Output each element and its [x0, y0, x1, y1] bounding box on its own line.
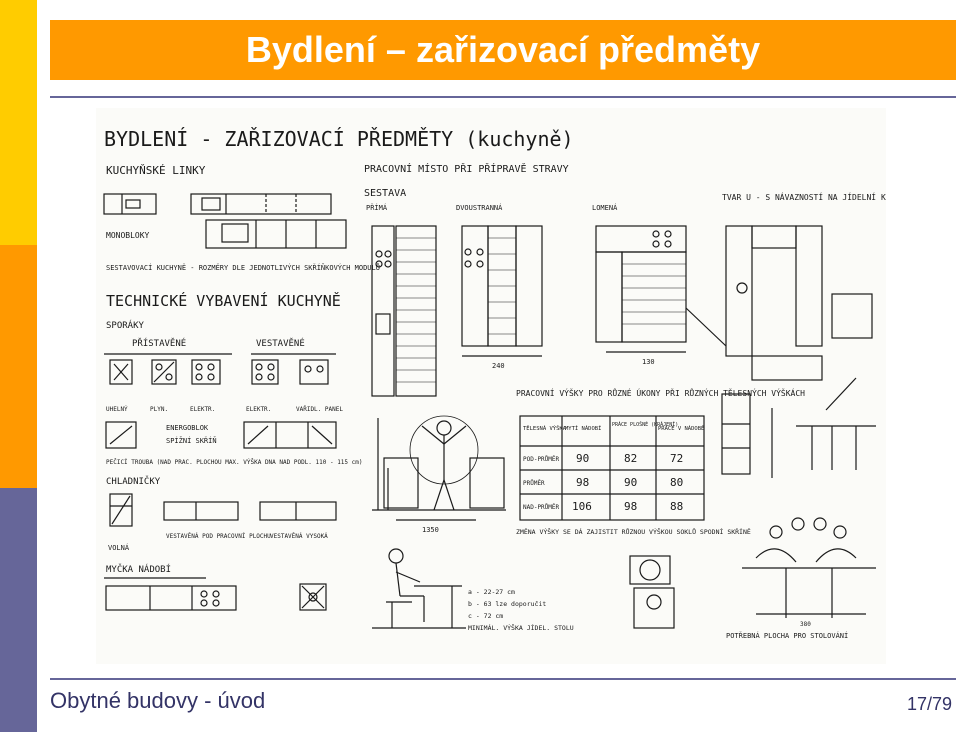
module-sketch	[205, 219, 347, 249]
double-layout-plan	[461, 225, 543, 357]
sestavovaci-label: SESTAVOVACÍ KUCHYNĚ - ROZMĚRY DLE JEDNOT…	[106, 263, 380, 272]
kitchen-drawing: BYDLENÍ - ZAŘIZOVACÍ PŘEDMĚTY (kuchyně) …	[103, 127, 900, 640]
dim-380: 380	[800, 621, 811, 628]
table-row-2-val-2: 90	[624, 476, 637, 489]
minimal-label: MINIMÁL. VÝŠKA JÍDEL. STOLU	[468, 623, 574, 632]
stove-label-3: ELEKTR.	[190, 406, 215, 413]
page-number: 17/79	[906, 694, 952, 714]
abc-value-3: c - 72 cm	[468, 612, 503, 620]
monobloky-label: MONOBLOKY	[106, 231, 150, 240]
side-bar-yellow	[0, 0, 37, 245]
seated-figure	[372, 548, 466, 629]
zmena-label: ZMĚNA VÝŠKY SE DÁ ZAJISTIT RŮZNOU VÝŠKOU…	[516, 527, 751, 536]
potrebna-label: POTŘEBNÁ PLOCHA PRO STOLOVÁNÍ	[726, 631, 848, 640]
chladnicky-label: CHLADNIČKY	[106, 475, 161, 487]
technical-heading: TECHNICKÉ VYBAVENÍ KUCHYNĚ	[106, 291, 341, 310]
sestava-label: SESTAVA	[364, 188, 406, 199]
heights-table	[519, 415, 705, 521]
u-shape-plan	[685, 225, 873, 381]
slide-title: Bydlení – zařizovací předměty	[245, 29, 761, 70]
table-row-3-val-2: 98	[624, 500, 637, 513]
u-shape-label: TVAR U - S NÁVAZNOSTÍ NA JÍDELNÍ KOUT	[722, 191, 886, 202]
fridge-sketches	[109, 493, 337, 527]
table-top-view	[629, 555, 675, 629]
table-row-3-val-1: 106	[572, 500, 592, 513]
fridge-label-1: VOLNÁ	[108, 543, 130, 552]
table-row-1-val-2: 82	[624, 452, 637, 465]
heights-title: PRACOVNÍ VÝŠKY PRO RŮZNÉ ÚKONY PŘI RŮZNÝ…	[516, 387, 805, 398]
title-band: Bydlení – zařizovací předměty	[50, 20, 956, 80]
direct-layout-plan	[371, 225, 437, 397]
dim-1350: 1350	[422, 526, 439, 534]
table-header-1: TĚLESNÁ VÝŠKA	[523, 424, 567, 432]
stove-sketches	[109, 359, 329, 385]
fridge-label-3: VESTAVĚNÁ VYSOKÁ	[270, 532, 328, 540]
table-row-2-val-3: 80	[670, 476, 683, 489]
stove-label-1: UHELNÝ	[106, 406, 128, 413]
footer-divider	[50, 678, 956, 680]
stove-label-4: ELEKTR.	[246, 406, 271, 413]
table-row-3-label: NAD-PRŮMĚR	[523, 503, 560, 511]
workplace-heading: PRACOVNÍ MÍSTO PŘI PŘÍPRAVĚ STRAVY	[364, 162, 569, 175]
table-header-3: PRÁCE PLOŠNÉ (KRÁJENÍ)	[612, 420, 678, 428]
mycka-label: MYČKA NÁDOBÍ	[106, 563, 171, 575]
side-bar-blue	[0, 488, 37, 732]
table-row-1-val-1: 90	[576, 452, 589, 465]
dim-240: 240	[492, 362, 505, 370]
drawing-heading: BYDLENÍ - ZAŘIZOVACÍ PŘEDMĚTY (kuchyně)	[104, 127, 574, 151]
table-row-3-val-3: 88	[670, 500, 683, 513]
footer-course-title: Obytné budovy - úvod	[50, 688, 266, 713]
table-header-2: MYTÍ NÁDOBÍ	[565, 424, 601, 432]
dim-130: 130	[642, 358, 655, 366]
energoblok-sketch	[105, 421, 337, 449]
abc-value-2: b - 63 lze doporučit	[468, 600, 546, 608]
dining-people-sketch	[742, 517, 876, 618]
angled-layout-plan	[595, 225, 687, 353]
title-divider	[50, 96, 956, 98]
layout-double: DVOUSTRANNÁ	[456, 203, 503, 212]
kitchen-lines-label: KUCHYŇSKÉ LINKY	[106, 164, 206, 177]
side-bar-orange	[0, 245, 37, 488]
pecici-label: PEČICÍ TROUBA (NAD PRAC. PLOCHOU MAX. VÝ…	[106, 458, 362, 466]
vestavene-label: VESTAVĚNÉ	[256, 337, 305, 349]
working-height-figure	[372, 415, 506, 521]
stove-label-5: VAŘIDL. PANEL	[296, 405, 343, 413]
sporaky-label: SPORÁKY	[106, 319, 145, 331]
abc-value-1: a - 22-27 cm	[468, 588, 515, 596]
monoblock-sketches	[103, 193, 332, 215]
table-row-1-label: POD-PRŮMĚR	[523, 455, 560, 463]
dishwasher-sketches	[105, 583, 327, 611]
layout-angled: LOMENÁ	[592, 203, 618, 212]
u-shape-elevation	[721, 377, 876, 478]
kitchen-drawing-sheet: BYDLENÍ - ZAŘIZOVACÍ PŘEDMĚTY (kuchyně) …	[96, 108, 900, 664]
energoblok-label: ENERGOBLOK	[166, 424, 209, 432]
table-row-1-val-3: 72	[670, 452, 683, 465]
fridge-label-2: VESTAVĚNÁ POD PRACOVNÍ PLOCHU	[166, 532, 271, 540]
pristavene-label: PŘÍSTAVĚNÉ	[132, 337, 186, 349]
table-header-4: PRÁCE V NÁDOBĚ	[658, 424, 704, 432]
stove-label-2: PLYN.	[150, 406, 168, 413]
table-row-2-val-1: 98	[576, 476, 589, 489]
table-row-2-label: PRŮMĚR	[523, 479, 545, 487]
layout-direct: PŘÍMÁ	[366, 203, 388, 212]
spizni-label: SPÍŽNÍ SKŘÍŇ	[166, 436, 217, 445]
